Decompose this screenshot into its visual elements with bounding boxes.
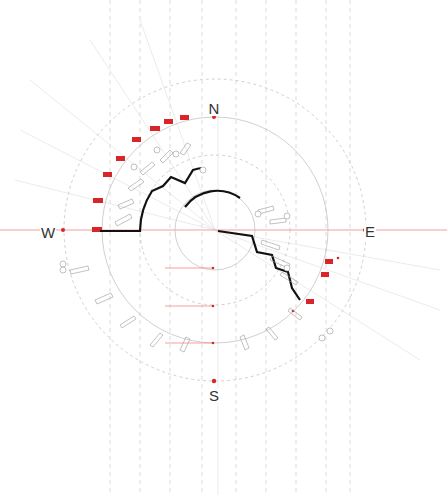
compass-letter: W [40,225,56,240]
compass-letter: E [364,224,376,239]
compass-letter: N [208,101,221,116]
compass-letter: S [208,388,220,403]
